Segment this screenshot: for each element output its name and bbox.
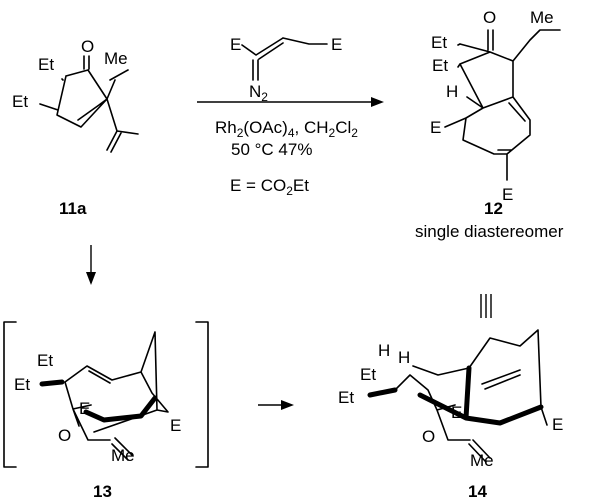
- bond: [64, 331, 169, 461]
- atom-me: Me: [104, 49, 128, 68]
- compound-12: O Me Et Et H E E 12 single diastereomer: [415, 8, 564, 241]
- atom-et: Et: [432, 56, 448, 75]
- catalyst-solvent: Rh2(OAc)4, CH2Cl2: [215, 118, 358, 140]
- bond: [444, 29, 561, 181]
- atom-et: Et: [431, 33, 447, 52]
- atom-et: Et: [338, 388, 354, 407]
- temperature-yield: 50 °C 47%: [231, 140, 312, 159]
- atom-et: Et: [38, 55, 54, 74]
- atom-o: O: [483, 8, 496, 27]
- atom-me: Me: [470, 451, 494, 470]
- atom-o: O: [81, 37, 94, 56]
- bracket-right: [195, 321, 209, 468]
- atom-me: Me: [530, 8, 554, 27]
- atom-e: E: [170, 416, 181, 435]
- atom-e: E: [430, 118, 441, 137]
- atom-et: Et: [37, 351, 53, 370]
- compound-label-14: 14: [468, 482, 487, 501]
- atom-e: E: [552, 415, 563, 434]
- equivalence-symbol: [480, 294, 492, 318]
- atom-o: O: [422, 427, 435, 446]
- atom-h: H: [398, 348, 410, 367]
- atom-et: Et: [14, 375, 30, 394]
- bracket-left: [3, 321, 17, 468]
- compound-13: Et Et E O E Me 13: [3, 321, 209, 501]
- arrow-down: [86, 245, 96, 285]
- arrow-right-bottom: [258, 400, 294, 410]
- atom-et: Et: [360, 365, 376, 384]
- e-definition: E = CO2Et: [230, 176, 309, 198]
- atom-e: E: [230, 35, 241, 54]
- bond: [39, 55, 139, 153]
- atom-e: E: [502, 185, 513, 204]
- bond-wedge: [367, 365, 544, 426]
- atom-h: H: [378, 341, 390, 360]
- arrow-right-top: [197, 97, 384, 107]
- bond: [241, 37, 328, 81]
- bond: [394, 329, 548, 463]
- compound-label-13: 13: [93, 482, 112, 501]
- compound-label-11a: 11a: [59, 199, 87, 218]
- compound-14: H H Et Et E O E Me 14: [338, 329, 563, 501]
- compound-11a: O Me Et Et 11a: [12, 37, 139, 218]
- atom-h: H: [446, 82, 458, 101]
- atom-e: E: [79, 399, 90, 418]
- reagent-diazo: E E N2: [230, 35, 342, 104]
- compound-label-12: 12: [484, 199, 503, 218]
- bond-wedge: [39, 379, 158, 423]
- caption-single-diastereomer: single diastereomer: [415, 222, 564, 241]
- atom-e: E: [331, 35, 342, 54]
- reaction-conditions: Rh2(OAc)4, CH2Cl2 50 °C 47% E = CO2Et: [215, 118, 358, 198]
- atom-et: Et: [12, 92, 28, 111]
- atom-o: O: [58, 426, 71, 445]
- atom-n: N2: [249, 82, 268, 104]
